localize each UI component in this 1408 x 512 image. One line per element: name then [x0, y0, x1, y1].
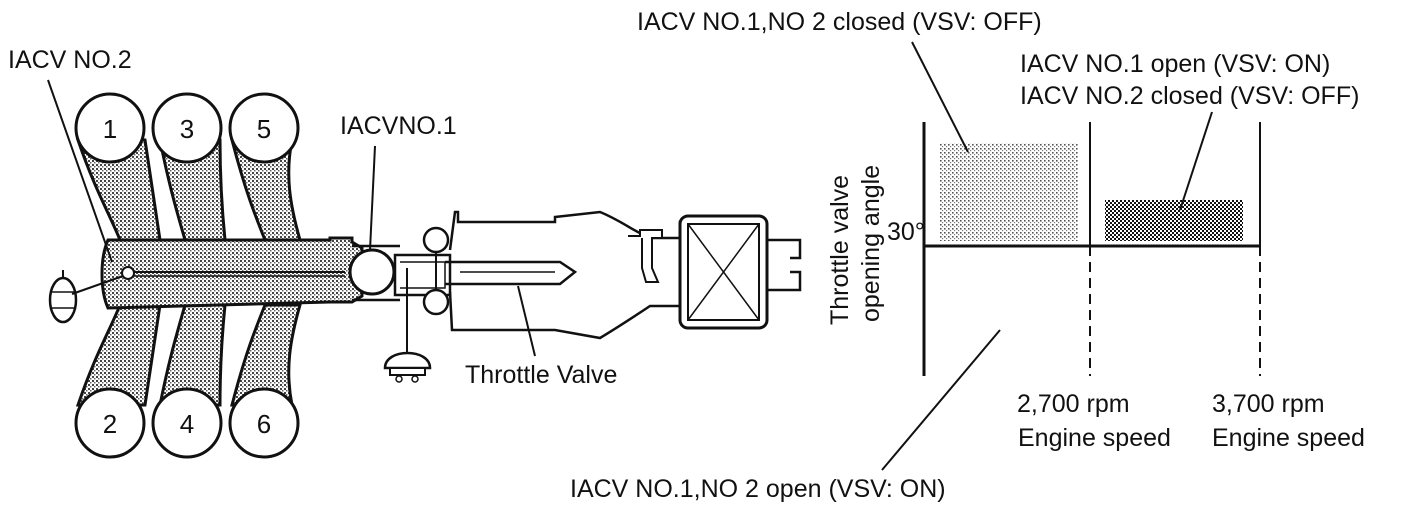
cylinder-5-label: 5 — [257, 114, 271, 144]
cylinder-3 — [151, 92, 223, 164]
cylinder-2-label: 2 — [103, 409, 117, 439]
iacv2-leader — [47, 79, 113, 263]
cylinder-2 — [74, 387, 146, 459]
iacv2-label: IACV NO.2 — [8, 46, 132, 74]
iacv2-actuator — [48, 270, 124, 324]
mid-state-line1: IACV NO.1 open (VSV: ON) — [1020, 50, 1330, 78]
throttle-leader — [517, 285, 536, 357]
bottom-open-label: IACV NO.1,NO 2 open (VSV: ON) — [570, 475, 946, 503]
iacv1-label: IACVNO.1 — [340, 112, 457, 140]
cylinder-1-label: 1 — [103, 114, 117, 144]
cylinder-4-label: 4 — [180, 409, 194, 439]
cylinder-5 — [228, 92, 300, 164]
x-2700-label: Engine speed — [1018, 424, 1171, 452]
mid-state-line2: IACV NO.2 closed (VSV: OFF) — [1020, 82, 1359, 110]
cylinder-1 — [74, 92, 146, 164]
throttle-body — [352, 226, 578, 383]
opening-angle-graph: 30° Throttle valve opening angle 2,700 r… — [826, 122, 1365, 452]
region-both-closed — [940, 143, 1078, 241]
y-axis-title-2: opening angle — [857, 165, 885, 322]
cylinder-4 — [151, 387, 223, 459]
intake-duct — [448, 210, 802, 340]
cylinder-6-label: 6 — [257, 409, 271, 439]
top-closed-label: IACV NO.1,NO 2 closed (VSV: OFF) — [637, 8, 1042, 36]
iacv1-valve — [348, 248, 396, 296]
throttle-valve-label: Throttle Valve — [465, 361, 617, 389]
cylinder-3-label: 3 — [180, 114, 194, 144]
ytick-30: 30° — [887, 218, 925, 246]
cylinder-6 — [228, 387, 300, 459]
region-no1-open — [1105, 200, 1243, 241]
x-2700-value: 2,700 rpm — [1017, 390, 1130, 418]
x-3700-value: 3,700 rpm — [1212, 390, 1325, 418]
y-axis-title-1: Throttle valve — [826, 175, 854, 325]
top-closed-leader — [911, 41, 969, 153]
mid-state-leader — [1179, 111, 1213, 211]
intake-manifold — [75, 138, 364, 407]
iacv1-leader — [369, 145, 376, 251]
cylinders: 1 3 5 2 4 6 — [74, 92, 300, 459]
bottom-open-leader — [881, 329, 1001, 471]
x-3700-label: Engine speed — [1212, 424, 1365, 452]
